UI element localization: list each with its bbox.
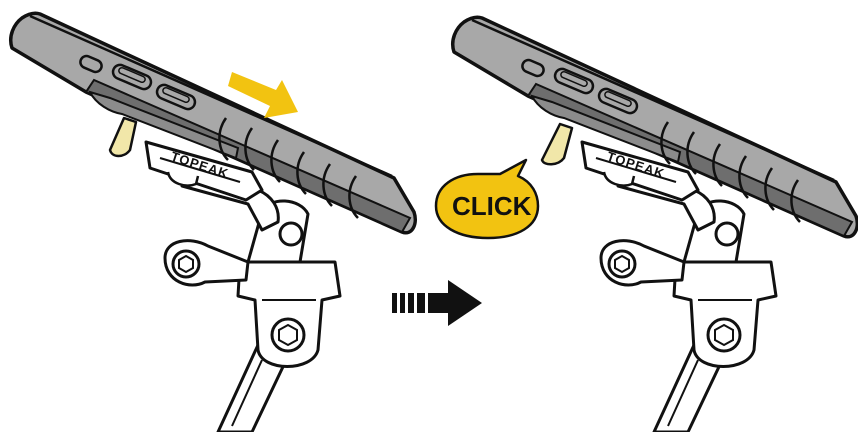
step-arrow-icon bbox=[392, 280, 482, 326]
panel-before: TOPEAK bbox=[8, 11, 418, 432]
click-callout: CLICK bbox=[434, 158, 540, 240]
release-latch-left bbox=[108, 116, 138, 158]
mount-assembly-right bbox=[599, 168, 778, 432]
click-label: CLICK bbox=[452, 191, 532, 221]
slide-arrow-icon bbox=[228, 72, 298, 118]
release-latch-right bbox=[540, 122, 574, 166]
bike-computer-left bbox=[8, 11, 418, 235]
mount-assembly-left bbox=[163, 168, 342, 432]
